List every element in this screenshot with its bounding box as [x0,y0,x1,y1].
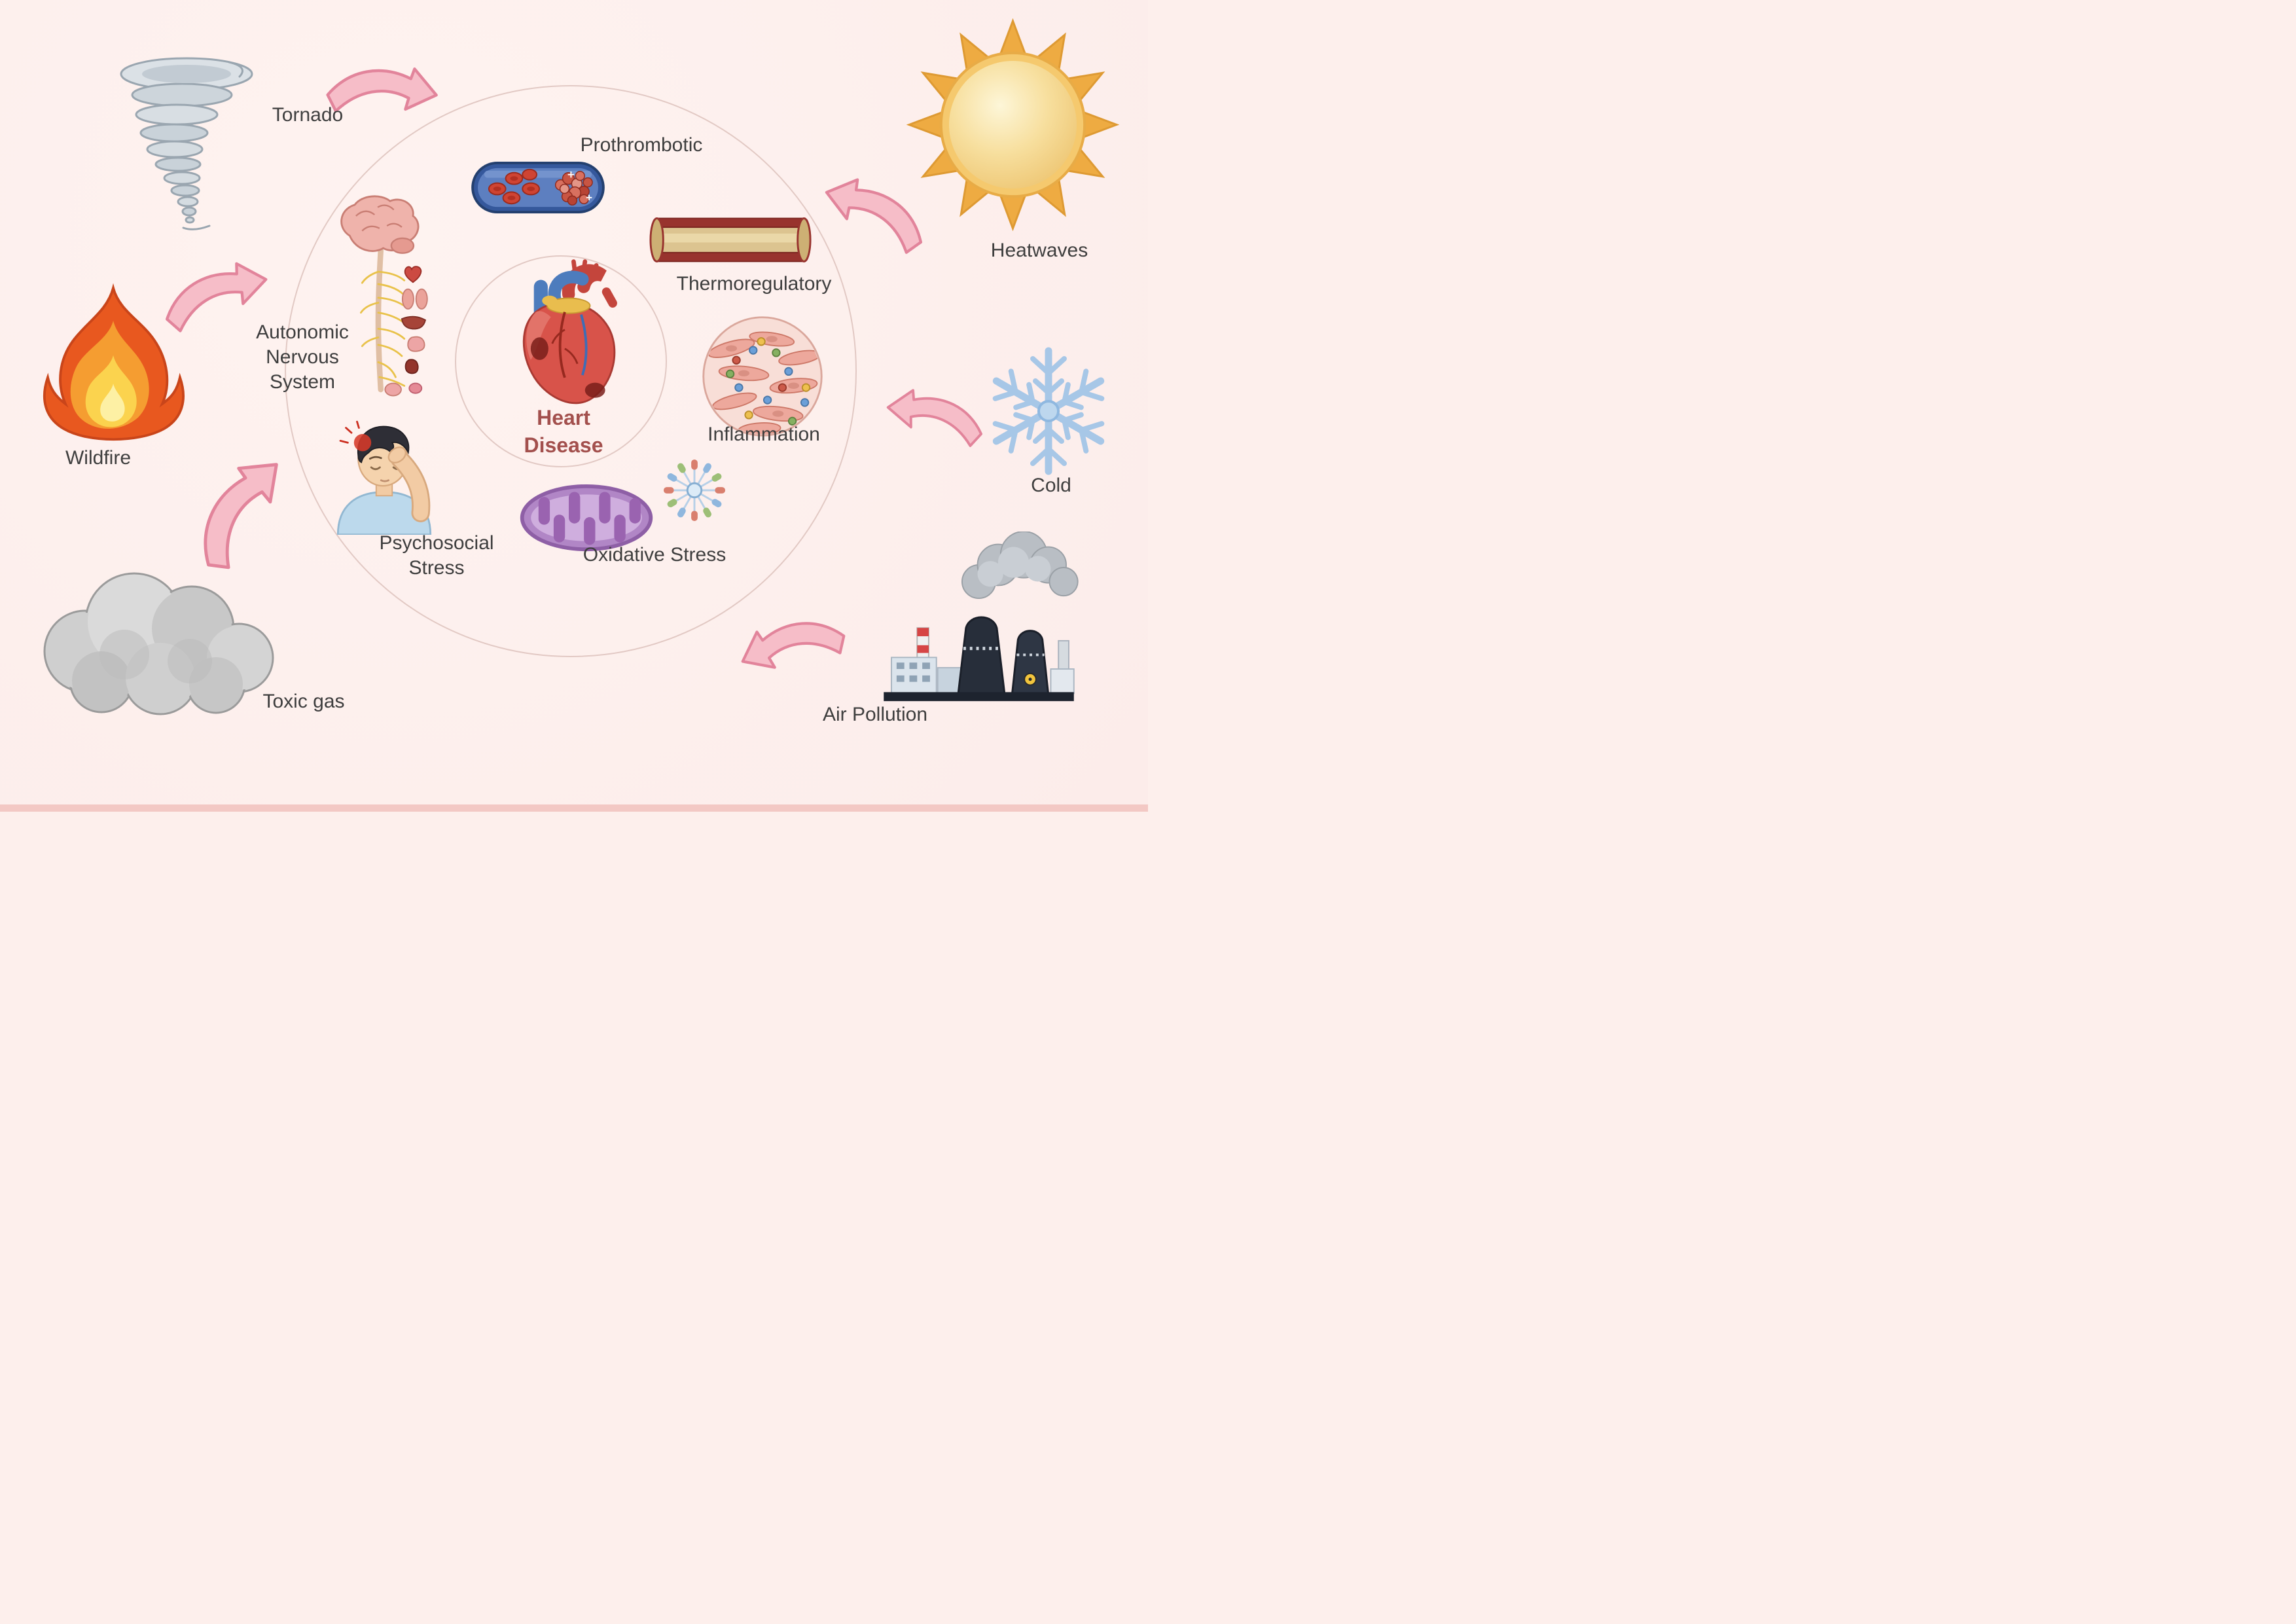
mini-lungs [401,288,428,310]
headache-pain-spot [353,434,372,452]
mini-kidney [404,359,419,374]
brain [340,195,420,252]
mitochondria-icon [520,484,653,552]
thermoregulatory-label: Thermoregulatory [676,273,832,295]
outer-mechanism-circle [285,85,857,657]
psychosocial-stress-label: Psychosocial Stress [379,531,493,581]
cold-arrow [883,386,988,448]
inflammation-label: Inflammation [708,424,820,445]
stressed-person-icon [336,420,432,535]
infarct-patch [530,337,548,360]
infarct-patch [584,382,605,398]
brain-nervous-system-icon [340,195,428,397]
ans-label-line-3: System [269,371,336,393]
heart-disease-label: Heart Disease [524,404,603,459]
tornado-label: Tornado [272,104,344,126]
snowflake-icon [977,339,1121,483]
toxic-gas-label: Toxic gas [262,691,345,712]
blood-vessel-clot-icon [471,161,605,214]
cristae [538,492,641,545]
prothrombotic-label: Prothrombotic [580,134,703,156]
oxidative-stress-label: Oxidative Stress [583,544,726,566]
flame-icon [43,283,185,441]
mini-liver [401,316,427,330]
anatomical-heart-icon [522,259,617,405]
tornado-icon [120,57,253,230]
factory-icon [884,532,1079,702]
psychosocial-label-line-2: Stress [408,557,465,579]
inner-heart-circle [455,255,667,467]
hand [387,446,407,464]
arm [392,451,429,521]
cold-label: Cold [1031,475,1071,496]
gas-cloud-icon [43,572,274,715]
wildfire-label: Wildfire [65,447,132,469]
air-pollution-arrow [730,594,857,697]
hair [357,425,410,463]
ans-label-line-2: Nervous [266,346,339,368]
artery-segment-icon [649,217,812,262]
heart-disease-label-line-2: Disease [524,433,603,457]
ans-label-line-1: Autonomic [256,321,349,343]
free-radical-icon [662,458,726,522]
platelet-clot [554,171,593,206]
psychosocial-label-line-1: Psychosocial [379,532,494,554]
spinal-cord [375,247,384,393]
mini-stomach [407,336,425,352]
heatwaves-label: Heatwaves [990,240,1088,261]
heart-disease-label-line-1: Heart [537,406,590,429]
inflamed-tissue-icon [702,316,823,437]
diagram-canvas: Tornado Heatwaves Wildfire Cold Toxic ga… [0,0,1148,812]
bottom-edge-strip [0,804,1148,812]
autonomic-nervous-system-label: Autonomic Nervous System [256,320,349,395]
mini-heart [404,266,422,283]
immune-cell-dots [725,337,811,426]
pulmonary-artery [548,270,589,305]
air-pollution-label: Air Pollution [822,704,928,725]
nerve-branches [360,270,408,387]
sun-icon [908,20,1118,230]
